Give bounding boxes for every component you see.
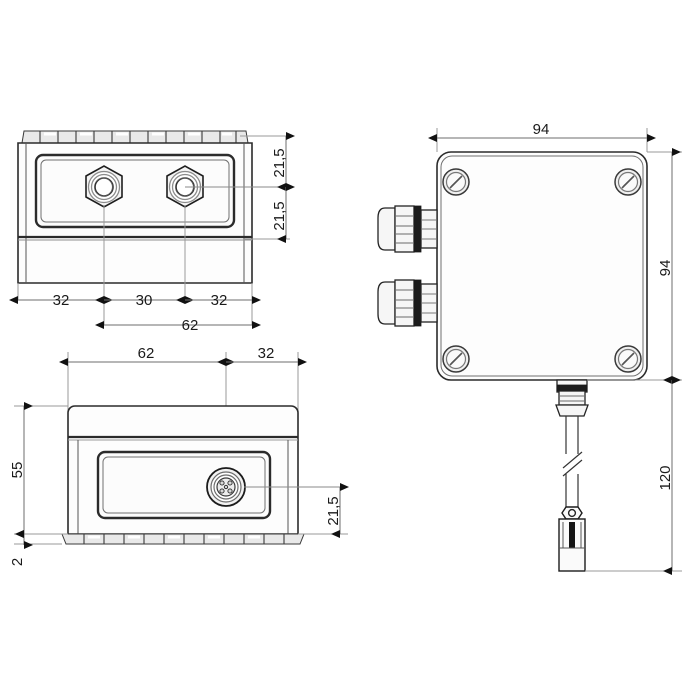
dim-label-21-5-lower: 21,5 (271, 201, 288, 230)
dim-label-94-width: 94 (533, 121, 550, 138)
dim-120-cable: 120 (657, 376, 681, 575)
dim-label-21-5-upper: 21,5 (271, 148, 288, 177)
dim-55-height: 55 (9, 402, 33, 538)
cable-gland-bottom (555, 379, 589, 417)
cable-end-plug (558, 506, 586, 572)
cable-lead (562, 416, 583, 507)
plan-view-group: 94 (377, 121, 682, 575)
dim-label-32-side: 32 (258, 345, 275, 362)
dim-label-62-side: 62 (138, 345, 155, 362)
dim-label-62-front: 62 (182, 317, 199, 334)
dim-62-side: 62 (59, 345, 235, 366)
plan-view-body (436, 151, 648, 381)
dim-21-5-lower: 21,5 (271, 183, 295, 243)
cable-gland-upper (377, 205, 438, 253)
hex-nut-left (85, 165, 123, 208)
dim-94-depth: 94 (657, 148, 681, 384)
side-view-group: 62 32 (9, 345, 349, 566)
dim-label-32-right: 32 (211, 292, 228, 309)
screw-bottom-right (614, 345, 642, 373)
dim-label-55: 55 (9, 462, 26, 479)
screw-top-right (614, 168, 642, 196)
m12-connector (206, 467, 246, 507)
dim-21-5-upper: 21,5 (271, 132, 295, 191)
base-fins (61, 533, 305, 545)
dim-32-side: 32 (217, 345, 307, 366)
dim-94-width: 94 (428, 121, 656, 142)
dim-label-32-left: 32 (53, 292, 70, 309)
dim-label-30-center: 30 (136, 292, 153, 309)
front-view-group: 21,5 21,5 32 30 32 62 (9, 130, 295, 334)
dim-label-120: 120 (657, 465, 674, 490)
dim-2-foot: 2 (9, 530, 33, 566)
dim-21-5-side: 21,5 (325, 483, 349, 538)
screw-top-left (442, 168, 470, 196)
dim-62-front: 62 (95, 317, 261, 334)
screw-bottom-left (442, 345, 470, 373)
cable-gland-lower (377, 279, 438, 327)
dim-chain-row: 32 30 32 (9, 292, 261, 309)
dim-label-94-depth: 94 (657, 260, 674, 277)
dim-label-2: 2 (9, 558, 26, 566)
front-panel (34, 153, 236, 229)
dim-label-21-5-side: 21,5 (325, 496, 342, 525)
cooling-fins (21, 130, 249, 144)
